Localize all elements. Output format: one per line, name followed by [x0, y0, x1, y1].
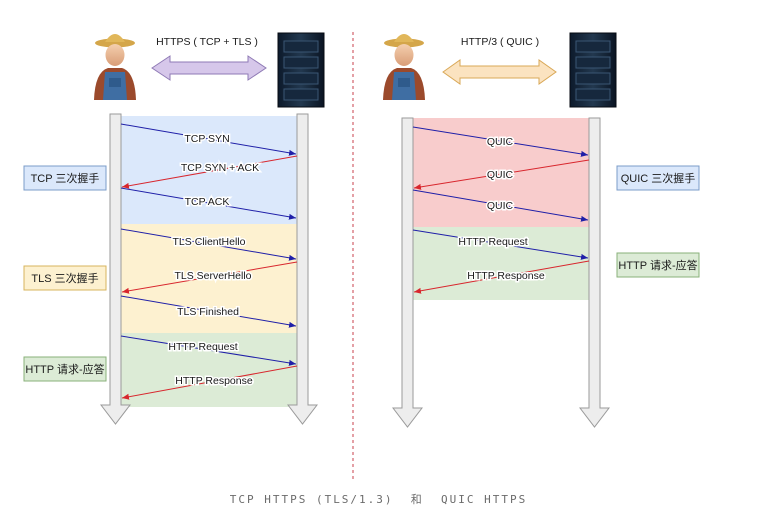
tls-phase-label: TLS 三次握手 — [31, 271, 98, 285]
https-top-label: HTTPS ( TCP + TLS ) — [156, 36, 258, 48]
tls-clienthello-arrow — [120, 228, 297, 261]
server-icon — [277, 32, 325, 108]
quic-http-request-label: HTTP Request — [458, 236, 527, 248]
tls-clienthello-label: TLS ClientHello — [173, 236, 246, 248]
quic-finish-label: QUIC — [487, 200, 514, 212]
tcp-handshake-band — [121, 116, 297, 224]
tcp-phase-box — [23, 165, 107, 191]
http-response-arrow — [121, 365, 298, 400]
tls-handshake-band — [121, 224, 297, 333]
user-avatar-icon — [383, 34, 425, 100]
http-exchange-band — [121, 333, 297, 407]
quic-finish-arrow — [412, 189, 589, 222]
http-response-label: HTTP Response — [175, 375, 253, 387]
http-phase-box — [23, 356, 107, 382]
tcp-syn-label: TCP SYN — [184, 133, 229, 145]
quic-http-exchange-band — [413, 227, 589, 300]
quic-http-request-arrow — [412, 229, 589, 260]
tcp-ack-arrow — [120, 187, 297, 220]
tcp-phase-label: TCP 三次握手 — [31, 171, 100, 185]
server-lifeline — [578, 117, 611, 428]
http-request-label: HTTP Request — [168, 341, 237, 353]
quic-initial-arrow — [412, 126, 589, 157]
quic-phase-box — [616, 165, 700, 191]
figure-caption: TCP HTTPS (TLS/1.3) 和 QUIC HTTPS — [229, 493, 528, 506]
https-double-arrow — [151, 55, 267, 81]
http-request-arrow — [120, 335, 297, 366]
quic-handshake-band — [413, 118, 589, 227]
tcp-syn-arrow — [120, 123, 297, 156]
tls-finished-arrow — [120, 295, 297, 328]
quic-initial-label: QUIC — [487, 136, 514, 148]
client-lifeline — [99, 113, 132, 425]
tls-serverhello-label: TLS ServerHello — [174, 270, 251, 282]
quic-phase-label: QUIC 三次握手 — [621, 171, 696, 185]
http-phase-label: HTTP 请求-应答 — [25, 362, 104, 376]
quic-top-label: HTTP/3 ( QUIC ) — [461, 36, 539, 48]
tls-serverhello-arrow — [121, 261, 298, 294]
quic-http-phase-box — [616, 252, 700, 278]
tcp-syn-ack-label: TCP SYN + ACK — [181, 162, 259, 174]
quic-double-arrow — [442, 59, 557, 85]
quic-server-arrow — [413, 159, 590, 190]
quic-server-label: QUIC — [487, 169, 514, 181]
tls-phase-box — [23, 265, 107, 291]
server-lifeline — [286, 113, 319, 425]
quic-http-phase-label: HTTP 请求-应答 — [618, 258, 697, 272]
tls-finished-label: TLS Finished — [177, 306, 239, 318]
quic-http-response-label: HTTP Response — [467, 270, 545, 282]
server-icon — [569, 32, 617, 108]
quic-http-response-arrow — [413, 260, 590, 294]
client-lifeline — [391, 117, 424, 428]
tcp-syn-ack-arrow — [121, 155, 298, 189]
tcp-ack-label: TCP ACK — [185, 196, 230, 208]
user-avatar-icon — [94, 34, 136, 100]
